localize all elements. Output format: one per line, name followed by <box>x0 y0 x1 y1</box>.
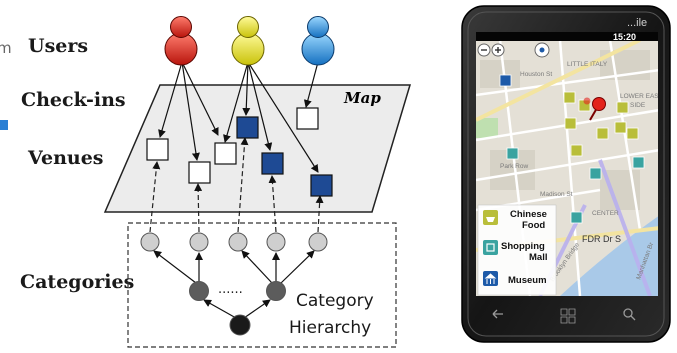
category-leaf-node <box>308 232 328 252</box>
category-nodes <box>140 232 328 336</box>
chinese-food-marker[interactable] <box>564 117 577 130</box>
category-mid-node <box>266 281 286 301</box>
venue-nodes <box>146 107 333 197</box>
category-leaf-node <box>189 232 209 252</box>
back-button-icon[interactable] <box>492 309 503 319</box>
chinese-food-marker[interactable] <box>563 91 576 104</box>
user-icon <box>301 16 335 66</box>
venue-node <box>214 142 237 165</box>
hierarchy-label-line2: Hierarchy <box>289 318 371 338</box>
map-label: Map <box>343 89 381 107</box>
shopping-mall-marker[interactable] <box>570 211 583 224</box>
legend-label: Chinese <box>510 209 547 220</box>
selected-pin-icon[interactable] <box>583 97 606 121</box>
zoom-controls[interactable] <box>477 43 505 57</box>
category-leaf-node <box>140 232 160 252</box>
map-label: Park Row <box>500 163 528 170</box>
edge-text: m <box>0 39 12 57</box>
venue-node-highlight <box>236 116 259 139</box>
hierarchy-edges <box>153 250 315 319</box>
map-label: CENTER <box>592 210 619 217</box>
map-label: LITTLE ITALY <box>567 61 608 68</box>
legend-panel: Chinese Food Shopping Mall Museum <box>477 204 557 296</box>
map-label: FDR Dr S <box>582 234 621 244</box>
shopping-mall-marker[interactable] <box>589 167 602 180</box>
checkins-label: Check-ins <box>21 89 126 111</box>
venue-node-highlight <box>310 174 333 197</box>
chinese-food-marker[interactable] <box>626 127 639 140</box>
checkin-edges <box>158 61 319 173</box>
venue-node-highlight <box>261 152 284 175</box>
map-label: LOWER EAST <box>620 93 663 100</box>
map-plane <box>103 84 412 213</box>
category-leaf-node <box>266 232 286 252</box>
museum-marker[interactable] <box>499 74 512 87</box>
hierarchy-ellipsis: ...... <box>218 282 243 297</box>
legend-label: Shopping <box>501 241 545 252</box>
venue-node <box>188 161 211 184</box>
venue-node <box>296 107 319 130</box>
venue-node <box>146 138 169 161</box>
legend-label: Mall <box>529 252 547 263</box>
chinese-food-marker[interactable] <box>596 127 609 140</box>
category-root-node <box>229 314 251 336</box>
categories-label: Categories <box>20 271 134 293</box>
chinese-food-marker[interactable] <box>616 101 629 114</box>
phone-brand: ...ile <box>627 17 647 29</box>
chinese-food-marker[interactable] <box>614 121 627 134</box>
shopping-mall-marker[interactable] <box>632 156 645 169</box>
category-hierarchy-box <box>127 222 397 348</box>
windows-button-icon[interactable] <box>560 308 576 324</box>
map-label: SIDE <box>630 102 646 109</box>
user-icon <box>164 16 198 66</box>
users-label: Users <box>28 35 88 57</box>
edge-marker <box>0 120 8 130</box>
legend-label: Museum <box>508 275 547 286</box>
user-icon <box>231 16 265 66</box>
legend-label: Food <box>522 220 545 231</box>
map-label: Houston St <box>520 71 552 78</box>
category-leaf-node <box>228 232 248 252</box>
category-venue-links <box>149 137 324 233</box>
category-mid-node <box>189 281 209 301</box>
shopping-mall-marker[interactable] <box>506 147 519 160</box>
hierarchy-label-line1: Category <box>296 291 374 311</box>
status-time: 15:20 <box>613 32 636 42</box>
chinese-food-marker[interactable] <box>570 144 583 157</box>
locate-icon[interactable] <box>534 42 550 58</box>
shopping-mall-icon <box>483 240 498 255</box>
venues-label: Venues <box>27 147 104 169</box>
search-button-icon[interactable] <box>623 308 636 321</box>
map-label: Madison St <box>540 191 573 198</box>
phone: ...ile <box>461 5 671 343</box>
